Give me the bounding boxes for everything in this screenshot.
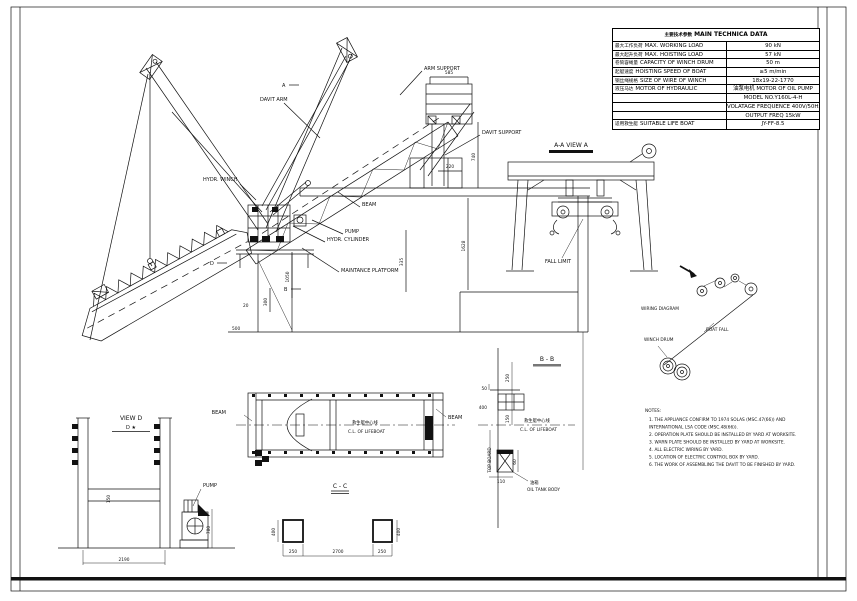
dim-400-right: 400 — [396, 528, 402, 536]
aa-view-title: A-A VIEW A — [554, 142, 589, 149]
dim-400-bb: 400 — [479, 405, 487, 411]
lifeboat-centerline-label: C.L. OF LIFEBOAT — [348, 429, 385, 435]
top-board-label: TOP BOARD — [487, 447, 493, 474]
lifeboat-centerline-cn-bb: 救生艇中心线 — [524, 417, 550, 424]
view-d-title: VIEW D — [120, 415, 143, 422]
winch-drum-label: WINCH DRUM — [644, 337, 674, 343]
view-d: VIEW D D ★ PUMP 150 780 2190 — [58, 415, 235, 565]
support-column — [409, 83, 475, 189]
dim-50: 50 — [482, 386, 488, 392]
hydr-cylinder-label: HYDR. CYLINDER — [327, 237, 370, 243]
note-line: 5. LOCATION OF ELECTRIC CONTROL BOX BY Y… — [649, 455, 759, 461]
dim-220: 220 — [446, 164, 454, 170]
dim-20: 20 — [243, 303, 249, 309]
notes-title: NOTES: — [645, 408, 661, 414]
table-row: VOLATAGE FREQUENCE 400V/50Hz — [613, 102, 819, 112]
lifeboat — [81, 224, 252, 342]
bb-view-title: B - B — [540, 356, 554, 363]
table-row: OUTPUT FREQ 15kW — [613, 111, 819, 121]
oil-tank-label-cn: 油箱 — [530, 479, 539, 486]
lifeboat-centerline-cn: 救生艇中心线 — [352, 419, 378, 426]
dim-780: 780 — [206, 526, 212, 534]
dim-500: 500 — [232, 326, 240, 332]
cc-view-title: C - C — [333, 483, 347, 490]
maintenance-platform — [236, 249, 314, 332]
dim-1050: 1050 — [285, 271, 291, 282]
lifeboat-centerline-label-bb: C.L. OF LIFEBOAT — [520, 427, 557, 433]
beam-label-main: BEAM — [362, 202, 376, 208]
dim-150-bb: 150 — [505, 415, 511, 423]
dim-250-right: 250 — [378, 549, 386, 555]
beam-label-cc-right: BEAM — [448, 415, 462, 421]
boat-fall-cables — [89, 55, 351, 341]
davit-support-label: DAVIT SUPPORT — [482, 130, 522, 136]
main-elevation-view: ARM SUPPORT DAVIT ARM DAVIT SUPPORT HYDR… — [81, 36, 590, 470]
hydraulic-winch — [247, 204, 291, 243]
arm-support-label: ARM SUPPORT — [424, 66, 461, 72]
hydraulic-cylinder — [269, 180, 311, 227]
note-line: INTERNATIONAL LSA CODE (MSC.48(66)). — [649, 425, 738, 431]
dim-150-viewd: 150 — [106, 495, 112, 503]
dim-110: 110 — [497, 479, 505, 485]
dim-585: 585 — [445, 70, 453, 76]
aa-trolley — [549, 179, 621, 236]
dim-2700: 2700 — [333, 549, 344, 555]
dim-300: 300 — [263, 298, 269, 306]
section-marker-b: B — [284, 287, 288, 293]
dim-400-left: 400 — [271, 528, 277, 536]
note-line: 2. OPERATION PLATE SHOULD BE INSTALLED B… — [649, 432, 796, 438]
beam-label-cc-left: BEAM — [212, 410, 226, 416]
view-d-subtitle: D ★ — [126, 425, 136, 431]
wiring-diagram: WIRING DIAGRAM BOAT FALL WINCH DRUM — [641, 265, 758, 381]
dim-335: 335 — [399, 258, 405, 266]
foundation-sections: 250 2700 250 400 400 — [271, 519, 402, 557]
note-line: 3. WARN PLATE SHOULD BE INSTALLED BY YAR… — [649, 440, 785, 446]
table-title-en: MAIN TECHNICA DATA — [694, 31, 768, 38]
section-marker-a: A — [282, 83, 286, 89]
dim-250-bb: 250 — [505, 374, 511, 382]
aa-view: A-A VIEW A FALL LIMIT — [506, 142, 658, 272]
pump-unit — [179, 499, 210, 549]
section-marker-d: D — [210, 261, 214, 267]
main-leaders — [217, 70, 481, 290]
main-dimensions — [269, 76, 479, 312]
table-title-cn: 主要技术参数 — [664, 33, 693, 38]
oil-tank-label: OIL TANK BODY — [527, 487, 560, 493]
davit-arm — [139, 36, 358, 233]
bb-view: B - B 50 400 250 150 救生艇中心线 C.L. OF LIFE… — [478, 348, 575, 528]
dim-740: 740 — [471, 153, 477, 161]
pump-label-main: PUMP — [345, 229, 359, 235]
fall-limit-label: FALL LIMIT — [545, 259, 572, 265]
wiring-diagram-title: WIRING DIAGRAM — [641, 306, 679, 312]
notes-block: NOTES: 1. THE APPLIANCE CONFIRM TO 1974 … — [645, 408, 796, 468]
trackway — [245, 115, 459, 265]
pump-label-viewd: PUMP — [203, 483, 217, 489]
table-row: MODEL NO.Y160L-4-H — [613, 94, 819, 103]
note-line: 6. THE WORK OF ASSEMBLING THE DAVIT TO B… — [649, 462, 795, 468]
note-line: 1. THE APPLIANCE CONFIRM TO 1974 SOLAS (… — [649, 417, 786, 423]
boat-fall-label: BOAT FALL — [706, 327, 729, 333]
hydr-winch-label: HYDR. WINCH — [203, 177, 238, 183]
dim-2190: 2190 — [119, 557, 130, 563]
maintance-platform-label: MAINTANCE PLATFORM — [341, 268, 399, 274]
dim-60: 60 — [512, 459, 518, 465]
davit-arm-label: DAVIT ARM — [260, 97, 288, 103]
arm-head-stowed — [336, 36, 358, 64]
cc-view: BEAM BEAM 救生艇中心线 C.L. OF LIFEBOAT C - C — [212, 392, 462, 494]
note-line: 4. ALL ELECTRIC WIRING BY YARD. — [649, 447, 723, 453]
deck-structure — [228, 187, 590, 470]
dim-250-left: 250 — [289, 549, 297, 555]
dim-1628: 1628 — [461, 240, 467, 251]
